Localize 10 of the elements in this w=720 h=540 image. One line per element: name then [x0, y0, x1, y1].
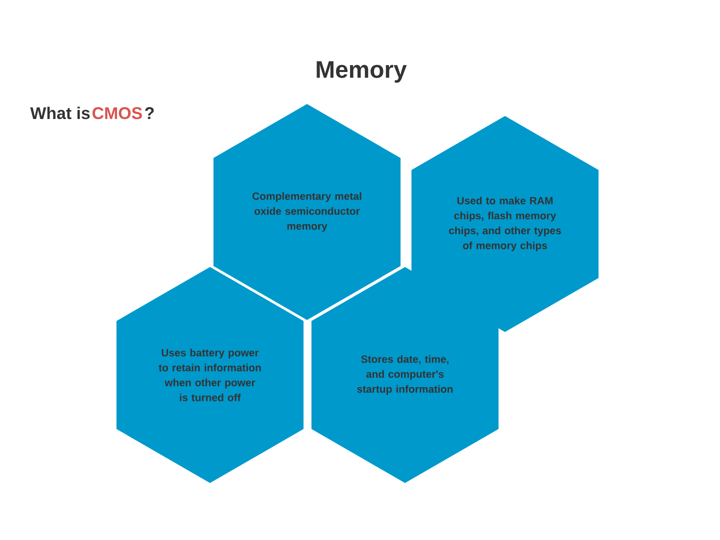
heading-text: What is: [30, 106, 90, 120]
hexagon: Stores date, time, and computer's startup information: [311, 267, 499, 483]
node-label: Complementary metal oxide semiconductor memory: [252, 192, 362, 232]
hexagon: Complementary metal oxide semiconductor memory: [213, 104, 401, 320]
hexagon: Uses battery power to retain information when other power is turned off: [116, 267, 304, 483]
heading-text: CMOS: [92, 107, 142, 120]
title: Memory: [316, 61, 407, 83]
hexagon: Used to make RAM chips, flash memory chips, and other types of memory chips: [411, 116, 599, 332]
node-label: Stores date, time, and computer's startup information: [357, 355, 453, 395]
heading-text: ?: [145, 107, 154, 119]
